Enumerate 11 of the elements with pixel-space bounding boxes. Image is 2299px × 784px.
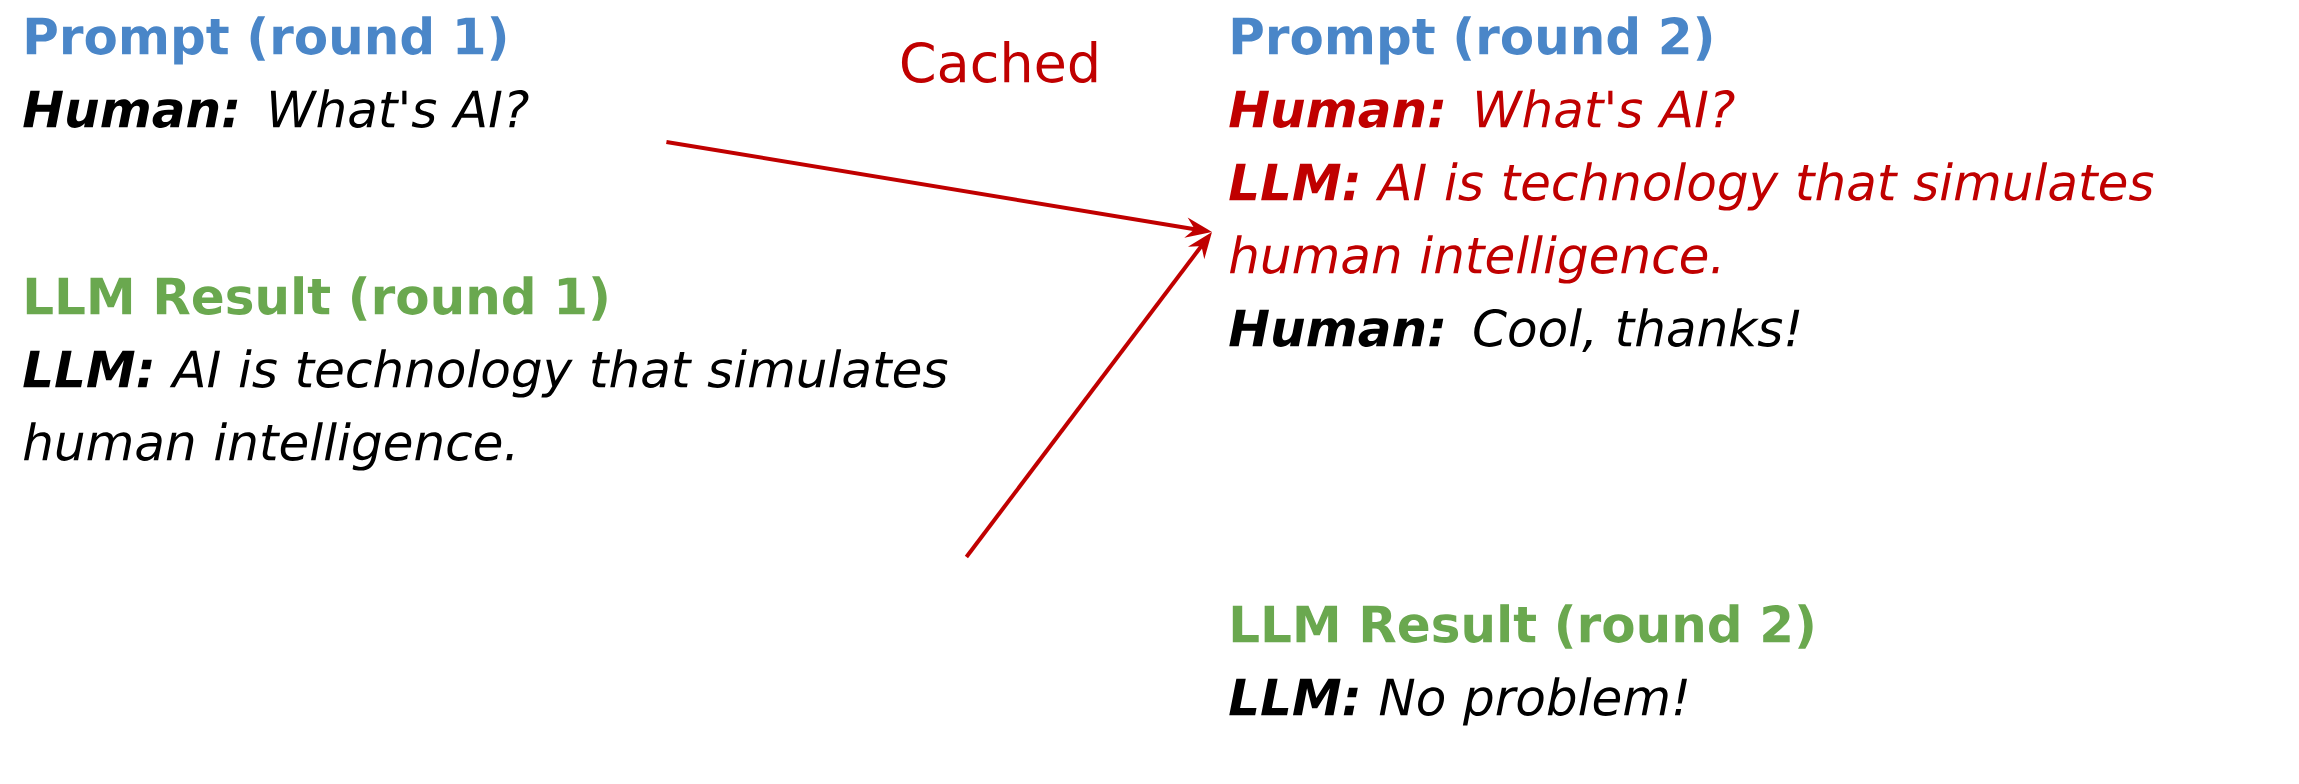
heading: Prompt (round 2) (1232, 16, 1712, 65)
dialogue-line: LLM: No problem! (1229, 677, 1687, 726)
edge-label: Cached (901, 41, 1097, 83)
dialogue-line: Human: What's AI? (23, 89, 529, 128)
dialogue-line: Human: Cool, thanks! (1229, 308, 1800, 352)
heading: LLM Result (round 2) (1232, 604, 1813, 649)
dialogue-line: Human: What's AI? (1229, 89, 1735, 128)
heading: LLM Result (round 1) (26, 276, 607, 321)
dialogue-line: LLM: AI is technology that simulates human intelligence. (23, 349, 948, 471)
dialogue-line: LLM: AI is technology that simulates human intelligence. (1229, 162, 2154, 284)
heading: Prompt (round 1) (26, 16, 506, 65)
